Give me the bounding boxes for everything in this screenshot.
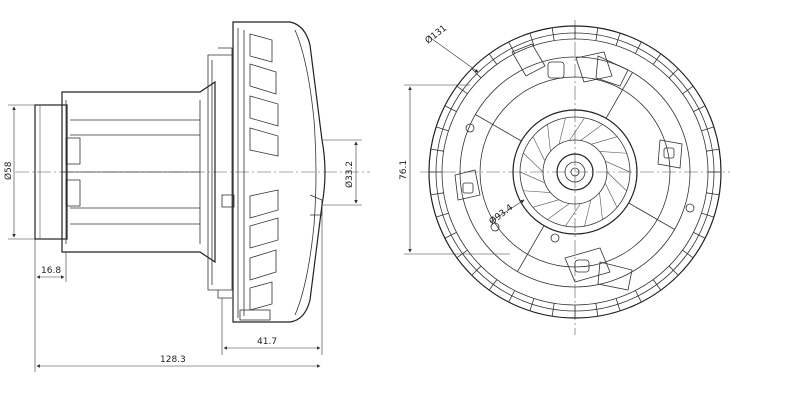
spoke [475, 114, 522, 142]
fan-blades [249, 33, 279, 311]
dim-d131-label: Ø131 [423, 23, 449, 47]
impeller-vane [590, 136, 618, 145]
dim-41-7: 41.7 [221, 215, 323, 355]
impeller-vane [547, 203, 570, 220]
dim-d58: Ø58 [3, 104, 35, 240]
rim-tooth [529, 33, 535, 46]
impeller-vane [565, 203, 581, 227]
dim-d93-4-label: Ø93.4 [487, 202, 515, 228]
rim-tooth [635, 290, 642, 303]
front-view: Ø131 Ø93.4 76.1 [399, 20, 730, 335]
rim-tooth [488, 279, 498, 291]
rim-tooth [682, 85, 694, 95]
rim-tooth [701, 212, 714, 218]
rim-tooth [488, 53, 498, 65]
rim-tooth [595, 303, 599, 317]
rim-tooth [595, 27, 599, 41]
spoke [628, 202, 675, 230]
motor-body [34, 47, 235, 299]
rim-tooth [436, 126, 449, 132]
rim-tooth [456, 85, 468, 95]
impeller-vane [547, 124, 551, 152]
dim-d33-2: Ø33.2 [322, 139, 362, 206]
dim-76-1-label: 76.1 [399, 160, 409, 180]
rim-tooth [693, 105, 706, 112]
rim-tooth [444, 105, 457, 112]
rim-tooth [652, 279, 662, 291]
dim-16-8: 16.8 [34, 239, 67, 282]
dim-d93-4: Ø93.4 [487, 199, 525, 228]
spoke [517, 225, 545, 272]
mount-brackets [454, 43, 695, 291]
impeller-vane [558, 117, 566, 145]
rim-tooth [668, 68, 679, 79]
impeller-vane [606, 171, 627, 192]
impeller-vane [584, 199, 592, 227]
rim-tooth [508, 290, 515, 303]
rim-tooth [706, 148, 720, 152]
dim-128-3-label: 128.3 [160, 355, 186, 365]
dim-41-7-label: 41.7 [257, 337, 277, 347]
impeller-vane [569, 117, 585, 141]
rim-tooth [471, 68, 482, 79]
rim-tooth [529, 298, 535, 311]
impeller-vane [599, 192, 603, 220]
rim-tooth [706, 192, 720, 196]
impeller-vane [580, 124, 603, 141]
impeller-vane [523, 190, 551, 193]
rim-tooth [635, 41, 642, 54]
dim-16-8-label: 16.8 [41, 266, 61, 276]
impeller-vane [532, 199, 560, 208]
dim-d131: Ø131 [423, 23, 479, 73]
rim-tooth [551, 303, 555, 317]
rim-tooth [471, 265, 482, 276]
rim-tooth [551, 27, 555, 41]
impeller-vane [604, 182, 618, 208]
rim-tooth [444, 232, 457, 239]
rim-tooth [615, 298, 621, 311]
rim-tooth [668, 265, 679, 276]
spoke [605, 72, 633, 119]
dim-d33-2-label: Ø33.2 [344, 161, 355, 188]
impeller-vane [599, 151, 627, 154]
impeller-vane [604, 160, 631, 173]
side-view: Ø58 Ø33.2 16.8 41.7 128.3 [3, 21, 370, 372]
rim-tooth [436, 212, 449, 218]
rim-tooth [682, 249, 694, 259]
outer-rim [428, 25, 722, 319]
rim-tooth [430, 192, 444, 196]
impeller-vane [532, 136, 546, 162]
impeller-vane [519, 171, 546, 184]
rim-tooth [652, 53, 662, 65]
fan-housing [232, 21, 326, 323]
dim-128-3: 128.3 [34, 282, 321, 372]
dim-d58-label: Ø58 [3, 161, 14, 180]
rim-tooth [693, 232, 706, 239]
rim-tooth [615, 33, 621, 46]
impeller-vane [523, 152, 544, 173]
rim-tooth [430, 148, 444, 152]
dim-76-1: 76.1 [399, 84, 510, 255]
rim-tooth [701, 126, 714, 132]
